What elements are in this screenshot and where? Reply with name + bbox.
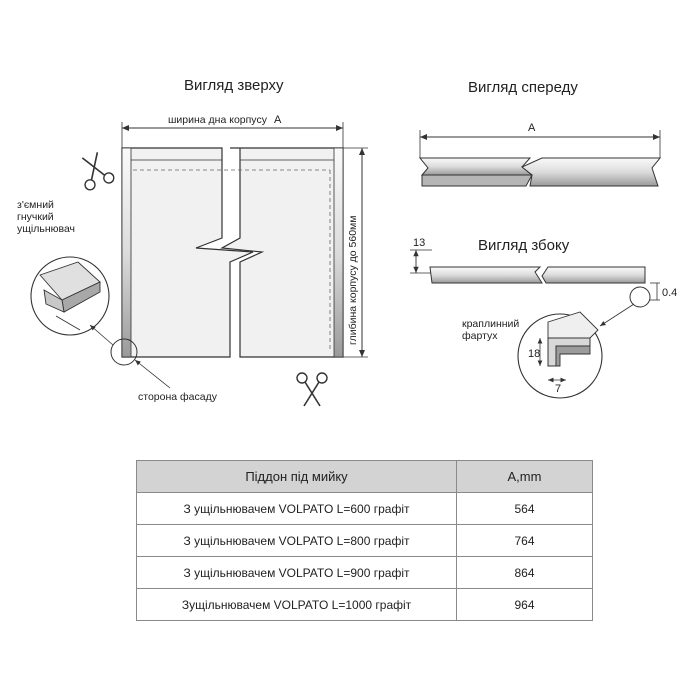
product-cell: Зущільнювачем VOLPATO L=1000 графіт bbox=[136, 588, 457, 621]
size-cell: 764 bbox=[456, 524, 593, 557]
table-row: З ущільнювачем VOLPATO L=800 графіт 764 bbox=[136, 524, 593, 557]
product-cell: З ущільнювачем VOLPATO L=600 графіт bbox=[136, 492, 457, 525]
product-cell: З ущільнювачем VOLPATO L=900 графіт bbox=[136, 556, 457, 589]
side-profile-left bbox=[429, 266, 543, 284]
spec-table: Піддон під мийку А,mm З ущільнювачем VOL… bbox=[136, 460, 593, 621]
top-view: Вигляд зверху ширина дна корпусу А глиби… bbox=[17, 77, 368, 407]
side-view: Вигляд збоку 13 0.4 краплинний фартух 18… bbox=[410, 237, 677, 399]
table-header-row: Піддон під мийку А,mm bbox=[136, 460, 593, 493]
corner-highlight-circle bbox=[110, 338, 138, 366]
scissors-icon bbox=[296, 372, 328, 407]
seal-label-line1: з'ємний bbox=[17, 199, 54, 211]
table-row: Зущільнювачем VOLPATO L=1000 графіт 964 bbox=[136, 588, 593, 621]
product-cell: З ущільнювачем VOLPATO L=800 графіт bbox=[136, 524, 457, 557]
side-view-title: Вигляд збоку bbox=[478, 237, 570, 254]
table-row: З ущільнювачем VOLPATO L=900 графіт 864 bbox=[136, 556, 593, 589]
right-rail bbox=[333, 147, 344, 358]
drip-label-line1: краплинний bbox=[462, 318, 519, 330]
size-cell: 564 bbox=[456, 492, 593, 525]
front-profile-left bbox=[418, 157, 534, 176]
scissors-icon bbox=[81, 152, 115, 191]
front-side-label: сторона фасаду bbox=[138, 391, 218, 403]
detail-width-value: 7 bbox=[555, 383, 561, 395]
front-view: Вигляд спереду А bbox=[418, 79, 662, 187]
drip-edge-highlight-circle bbox=[629, 286, 651, 308]
front-width-symbol: А bbox=[528, 122, 536, 134]
width-symbol: А bbox=[274, 114, 282, 126]
technical-drawing: Вигляд зверху ширина дна корпусу А глиби… bbox=[17, 77, 677, 407]
size-cell: 864 bbox=[456, 556, 593, 589]
drip-label-line2: фартух bbox=[462, 330, 498, 342]
seal-label-line2: гнучкий bbox=[17, 211, 54, 223]
column-header-product: Піддон під мийку bbox=[136, 460, 457, 493]
left-rail bbox=[121, 147, 132, 358]
width-label: ширина дна корпусу bbox=[168, 114, 268, 126]
top-view-title: Вигляд зверху bbox=[184, 77, 284, 94]
depth-label: глибина корпусу до 560мм bbox=[347, 216, 359, 346]
side-height-value: 13 bbox=[413, 237, 425, 249]
front-view-title: Вигляд спереду bbox=[468, 79, 578, 96]
side-thickness-value: 0.4 bbox=[662, 287, 677, 299]
front-profile-right bbox=[521, 157, 662, 187]
column-header-size: А,mm bbox=[456, 460, 593, 493]
size-cell: 964 bbox=[456, 588, 593, 621]
tray-left-half bbox=[121, 147, 254, 358]
table-row: З ущільнювачем VOLPATO L=600 графіт 564 bbox=[136, 492, 593, 525]
detail-height-value: 18 bbox=[528, 348, 540, 360]
seal-label-line3: ущільнювач bbox=[17, 223, 75, 235]
side-profile-right bbox=[541, 266, 646, 284]
